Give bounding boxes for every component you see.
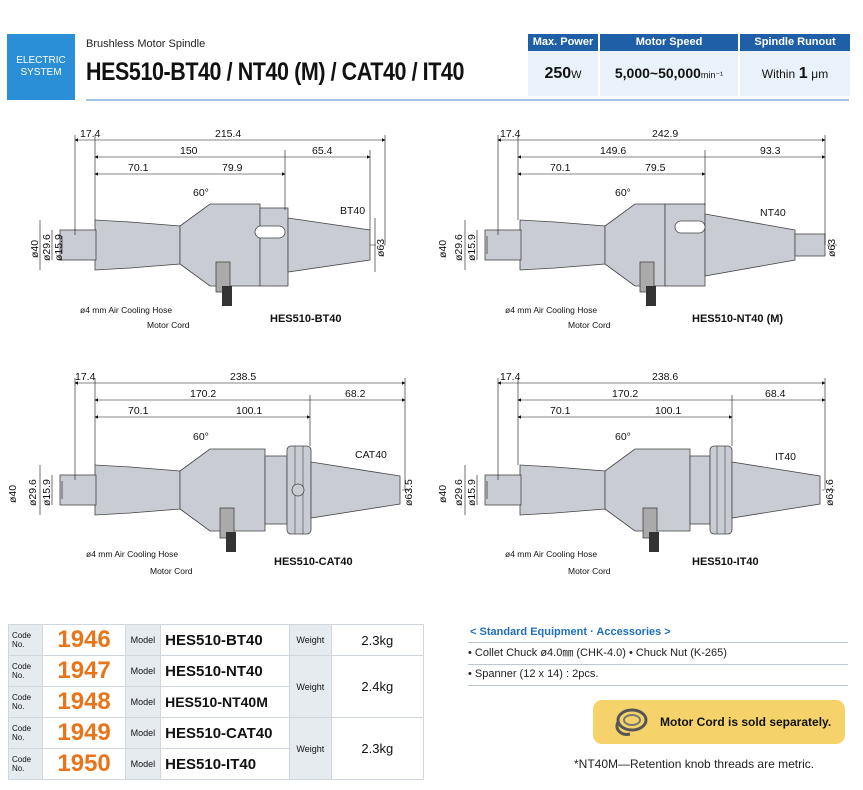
drawing-it40: 17.4 238.6 170.2 68.4 70.1 100.1 60° IT4… — [437, 371, 836, 576]
header-divider — [86, 99, 849, 101]
svg-text:Motor Cord: Motor Cord — [568, 566, 611, 576]
svg-text:70.1: 70.1 — [550, 162, 571, 174]
taper-label: BT40 — [340, 205, 365, 217]
product-title: HES510-BT40 / NT40 (M) / CAT40 / IT40 — [86, 58, 464, 86]
motor-cord-notice-text: Motor Cord is sold separately. — [660, 715, 832, 729]
svg-text:ø15.9: ø15.9 — [53, 234, 65, 261]
svg-text:ø40: ø40 — [437, 485, 449, 503]
svg-text:ø29.6: ø29.6 — [27, 479, 39, 506]
svg-text:Motor Cord: Motor Cord — [568, 320, 611, 330]
svg-text:242.9: 242.9 — [652, 128, 678, 140]
category-badge: ELECTRIC SYSTEM — [7, 34, 75, 100]
svg-text:ø15.9: ø15.9 — [466, 234, 478, 261]
svg-text:100.1: 100.1 — [236, 405, 262, 417]
svg-text:100.1: 100.1 — [655, 405, 681, 417]
accessory-item: • Collet Chuck ø4.0㎜ (CHK-4.0) • Chuck N… — [468, 642, 848, 665]
code-number: 1949 — [42, 717, 126, 749]
code-number: 1947 — [42, 655, 126, 687]
svg-text:93.3: 93.3 — [760, 145, 781, 157]
accessories-title: < Standard Equipment · Accessories > — [470, 626, 671, 638]
svg-text:NT40: NT40 — [760, 207, 786, 219]
dim-dia-out: ø63 — [375, 239, 387, 257]
svg-text:HES510-CAT40: HES510-CAT40 — [274, 556, 353, 568]
svg-text:60°: 60° — [615, 431, 631, 443]
svg-text:ø63.6: ø63.6 — [824, 479, 836, 506]
model-name: HES510-IT40 — [160, 748, 291, 780]
svg-text:ø29.6: ø29.6 — [41, 234, 53, 261]
accessory-item: • Spanner (12 x 14) : 2pcs. — [468, 664, 848, 686]
dim-b: 79.9 — [222, 162, 243, 174]
spec-motor-speed: Motor Speed 5,000~50,000min⁻¹ — [600, 34, 738, 98]
svg-text:70.1: 70.1 — [128, 405, 149, 417]
svg-text:70.1: 70.1 — [550, 405, 571, 417]
svg-text:68.4: 68.4 — [765, 388, 786, 400]
svg-text:CAT40: CAT40 — [355, 449, 387, 461]
code-number: 1950 — [42, 748, 126, 780]
spec-spindle-runout: Spindle Runout Within 1 μm — [740, 34, 850, 98]
svg-text:238.5: 238.5 — [230, 371, 256, 383]
hose-label: ø4 mm Air Cooling Hose — [80, 305, 172, 315]
svg-text:68.2: 68.2 — [345, 388, 366, 400]
model-code-table: Code No. 1946 Model HES510-BT40 Weight 2… — [7, 624, 425, 780]
code-number: 1948 — [42, 686, 126, 718]
svg-text:ø29.6: ø29.6 — [453, 234, 465, 261]
svg-text:ø15.9: ø15.9 — [466, 479, 478, 506]
dim-right: 65.4 — [312, 145, 333, 157]
model-name: HES510-NT40M — [160, 686, 291, 718]
dim-mid: 150 — [180, 145, 198, 157]
weight-value: 2.3kg — [330, 717, 425, 780]
drawing-bt40: 17.4 215.4 150 65.4 70.1 79.9 60° BT40 ø… — [29, 128, 387, 330]
svg-text:HES510-IT40: HES510-IT40 — [692, 556, 759, 568]
table-row: Code No. 1950 Model HES510-IT40 — [7, 748, 424, 780]
svg-text:79.5: 79.5 — [645, 162, 666, 174]
spec-max-power: Max. Power 250W — [528, 34, 598, 98]
svg-text:ø63: ø63 — [826, 239, 838, 257]
code-number: 1946 — [42, 624, 126, 656]
svg-text:170.2: 170.2 — [190, 388, 216, 400]
svg-text:238.6: 238.6 — [652, 371, 678, 383]
table-row: Code No. 1946 Model HES510-BT40 Weight 2… — [7, 624, 425, 656]
motor-cord-icon — [615, 708, 648, 736]
weight-value: 2.3kg — [330, 624, 425, 656]
svg-text:ø15.9: ø15.9 — [41, 479, 53, 506]
drawing-caption: HES510-BT40 — [270, 313, 342, 325]
svg-text:HES510-NT40 (M): HES510-NT40 (M) — [692, 313, 783, 325]
product-subtitle: Brushless Motor Spindle — [86, 38, 206, 50]
cord-label: Motor Cord — [147, 320, 190, 330]
drawing-cat40: 17.4 238.5 170.2 68.2 70.1 100.1 60° CAT… — [7, 371, 415, 576]
model-name: HES510-NT40 — [160, 655, 291, 687]
footnote: *NT40M—Retention knob threads are metric… — [574, 757, 815, 771]
drawing-nt40: 17.4 242.9 149.6 93.3 70.1 79.5 60° NT40… — [437, 128, 840, 330]
svg-text:17.4: 17.4 — [500, 371, 521, 383]
svg-text:ø4 mm Air Cooling Hose: ø4 mm Air Cooling Hose — [505, 305, 597, 315]
table-row: Code No. 1947 Model HES510-NT40 Weight 2… — [7, 655, 425, 718]
svg-text:60°: 60° — [615, 187, 631, 199]
dim-total: 215.4 — [215, 128, 241, 140]
svg-text:ø4 mm Air Cooling Hose: ø4 mm Air Cooling Hose — [505, 549, 597, 559]
svg-text:ø63.5: ø63.5 — [403, 479, 415, 506]
svg-text:IT40: IT40 — [775, 451, 796, 463]
dim-angle: 60° — [193, 187, 209, 199]
svg-text:60°: 60° — [193, 431, 209, 443]
svg-text:ø40: ø40 — [7, 485, 19, 503]
svg-text:170.2: 170.2 — [612, 388, 638, 400]
model-name: HES510-BT40 — [160, 624, 291, 656]
motor-cord-notice — [593, 700, 845, 744]
svg-text:149.6: 149.6 — [600, 145, 626, 157]
dim-a: 70.1 — [128, 162, 149, 174]
svg-text:17.4: 17.4 — [75, 371, 96, 383]
model-name: HES510-CAT40 — [160, 717, 291, 749]
svg-text:Motor Cord: Motor Cord — [150, 566, 193, 576]
weight-value: 2.4kg — [330, 655, 425, 718]
table-row: Code No. 1949 Model HES510-CAT40 Weight … — [7, 717, 425, 780]
svg-text:ø40: ø40 — [29, 240, 41, 258]
dim-left: 17.4 — [80, 128, 101, 140]
svg-text:ø40: ø40 — [437, 240, 449, 258]
technical-drawings: 17.4 215.4 150 65.4 70.1 79.9 60° BT40 ø… — [7, 128, 840, 576]
svg-text:ø4 mm Air Cooling Hose: ø4 mm Air Cooling Hose — [86, 549, 178, 559]
svg-text:ø29.6: ø29.6 — [453, 479, 465, 506]
svg-text:17.4: 17.4 — [500, 128, 521, 140]
